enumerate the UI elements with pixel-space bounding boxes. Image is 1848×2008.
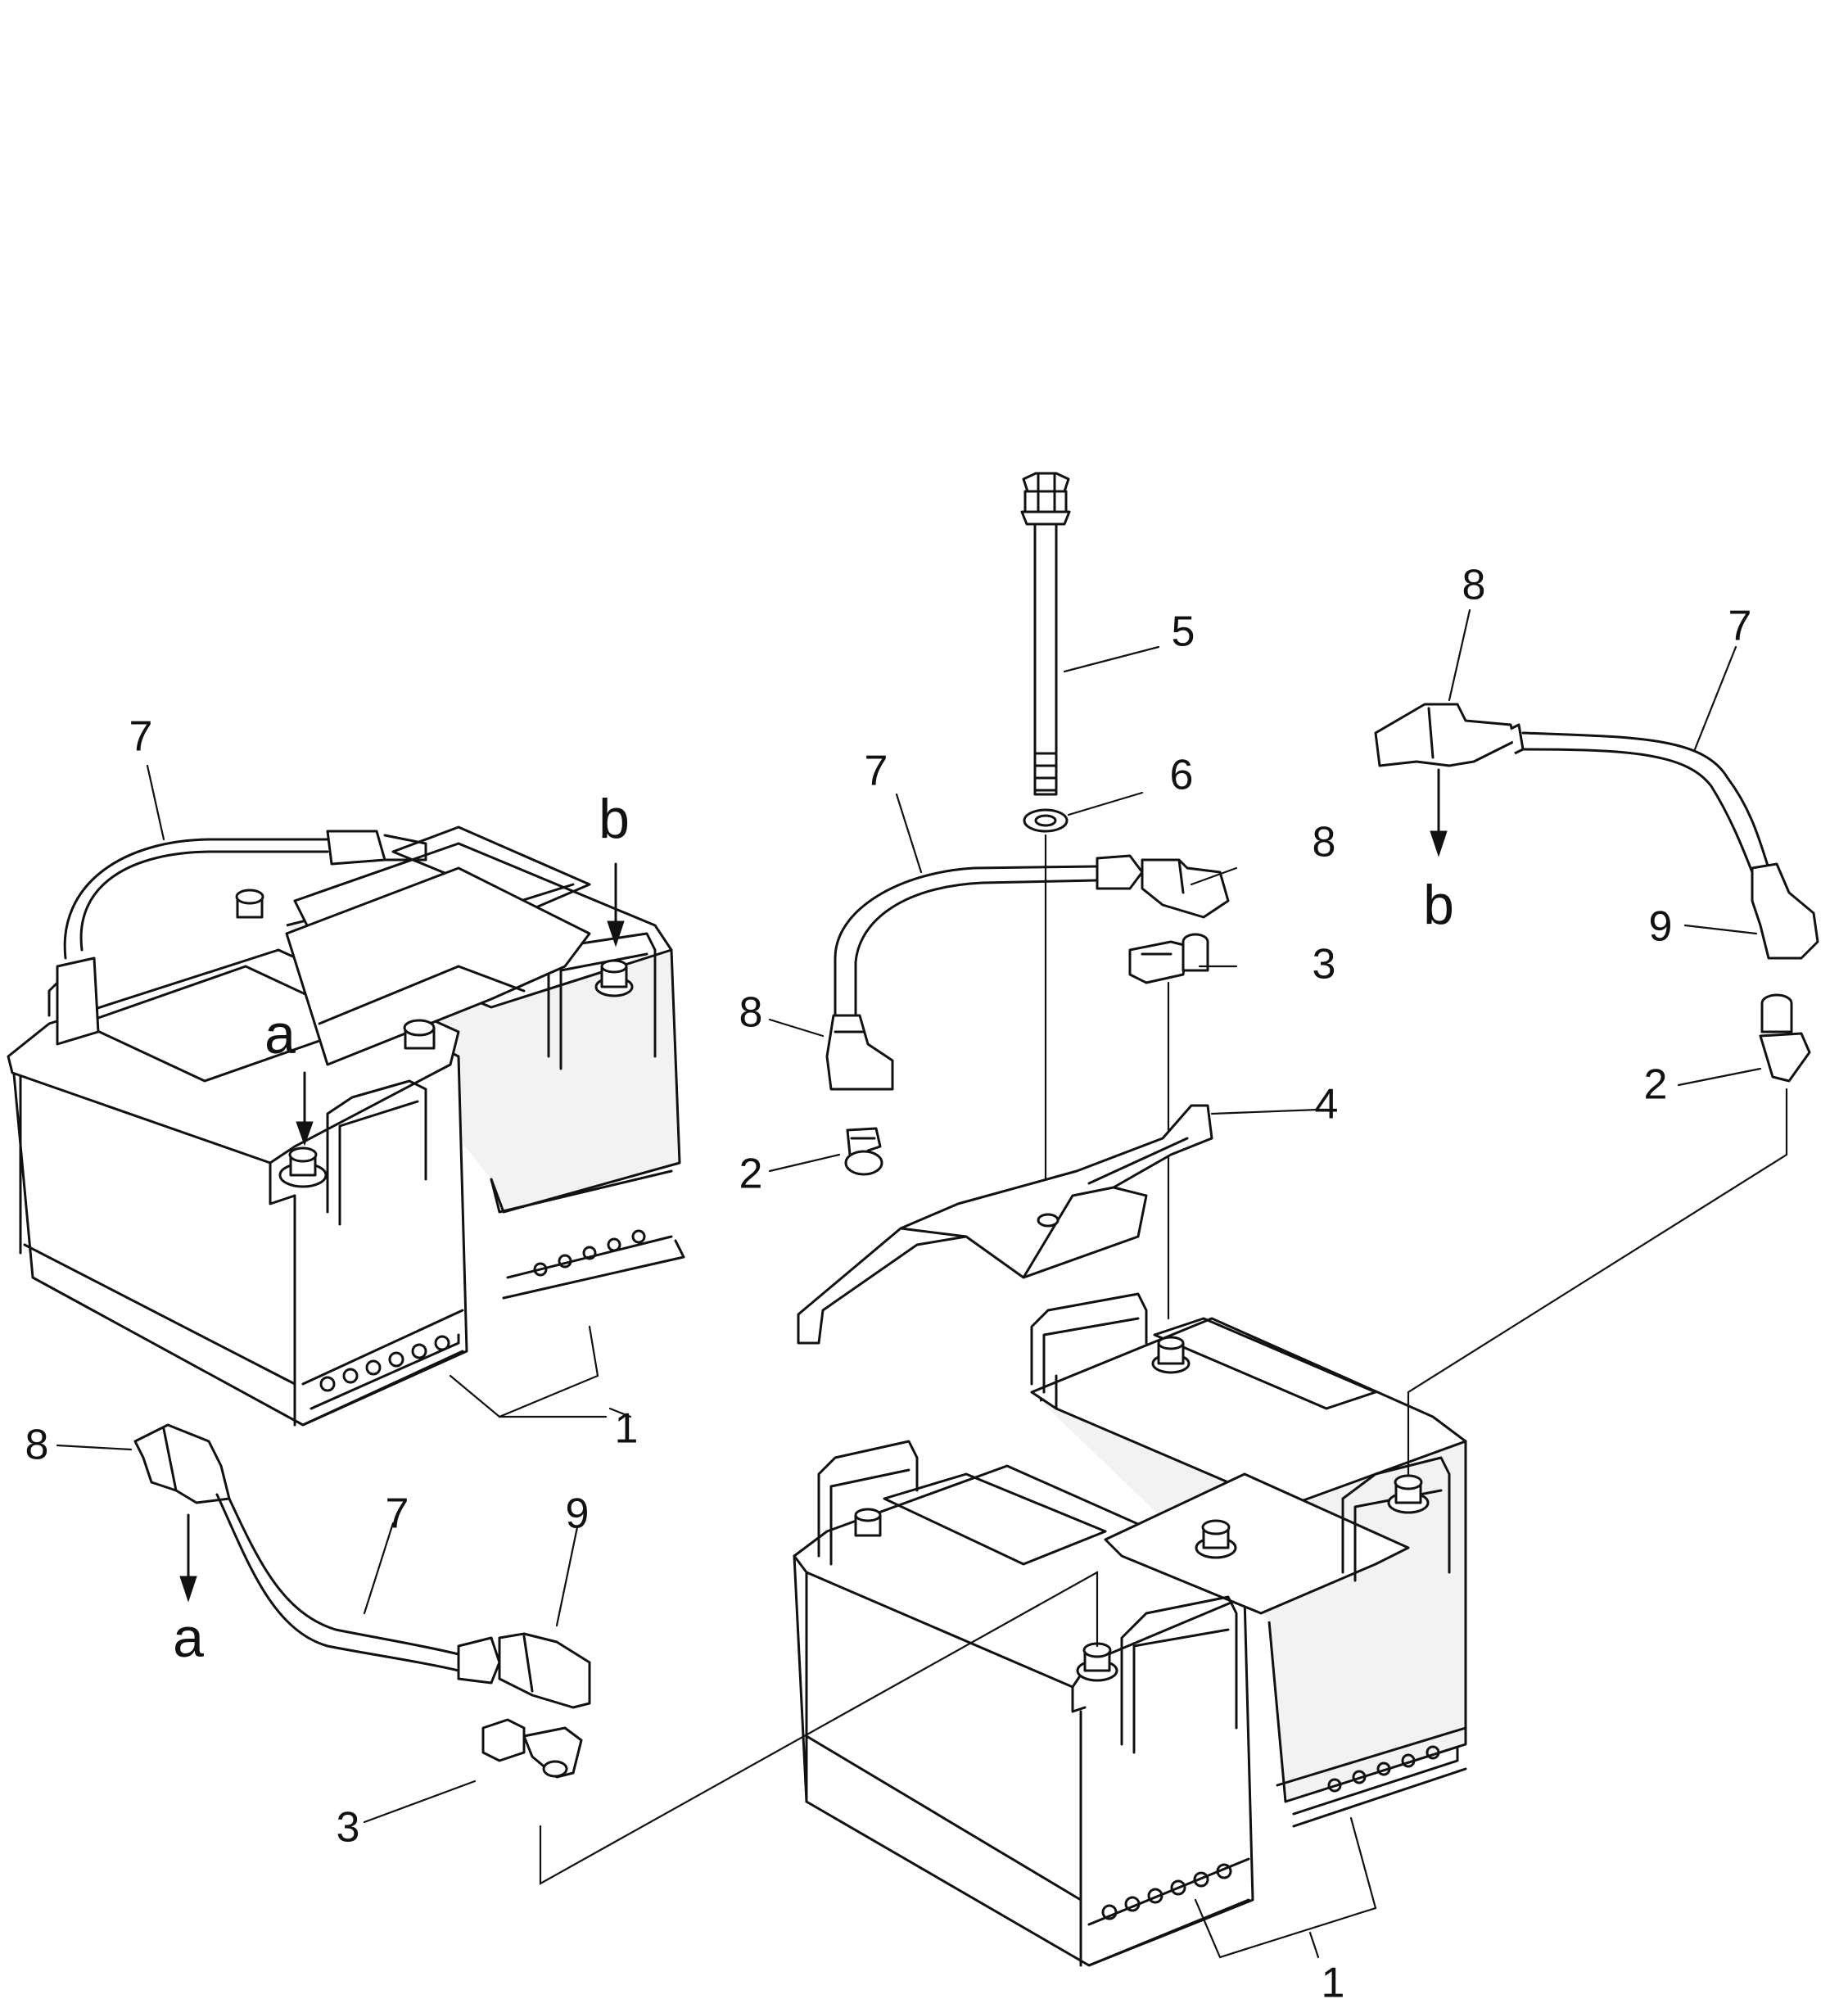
bolt-part-5	[1020, 472, 1071, 796]
callout-7-mid: 7	[865, 748, 888, 795]
cable-part-7-right	[1374, 703, 1819, 960]
terminal-clamp-2-right	[1759, 993, 1811, 1083]
right-front-vents	[1101, 1863, 1232, 1920]
callout-7-right: 7	[1728, 603, 1752, 650]
cable-part-7-center	[834, 854, 1230, 1017]
right-terminal-far	[1387, 1474, 1430, 1514]
terminal-cover-8-center-left	[825, 1014, 894, 1091]
callout-7-left-bottom: 7	[386, 1490, 409, 1538]
clamp-3-left-assembly-line	[539, 1571, 1099, 1885]
washer-part-6	[1023, 808, 1069, 833]
right-terminal-front	[854, 1508, 882, 1537]
left-rear-vents	[533, 1229, 646, 1277]
callout-8-mid-left: 8	[739, 989, 763, 1037]
arrow-b-cable	[1430, 768, 1448, 857]
callout-5: 5	[1172, 608, 1195, 656]
terminal-clamp-3-left	[481, 1718, 583, 1779]
callout-6: 6	[1170, 752, 1194, 799]
callout-8-left: 8	[25, 1422, 49, 1469]
right-battery-pair	[793, 1292, 1467, 1967]
left-terminal-rear	[235, 889, 264, 919]
leader-lines	[56, 608, 1762, 1959]
callout-8-right: 8	[1462, 562, 1486, 609]
arrow-a-battery	[296, 1071, 314, 1146]
hold-down-bracket-part-4	[797, 1104, 1213, 1345]
cable-part-7-left-bottom	[133, 1423, 591, 1709]
terminal-clamp-3-center	[1128, 933, 1209, 984]
reference-letters: a b b a	[173, 788, 1454, 1669]
callout-1-right: 1	[1322, 1960, 1345, 2007]
callout-9-right: 9	[1649, 903, 1673, 951]
callout-9-left: 9	[566, 1490, 590, 1538]
arrow-a-cable	[179, 1513, 197, 1603]
ref-a-cable: a	[173, 1607, 204, 1669]
callout-2-mid: 2	[739, 1151, 763, 1198]
callout-labels: 7 7 5 6 8 3 8 2 4 8 7 9 2 1 8 7 9 3 1	[25, 562, 1752, 2007]
ref-a-battery: a	[264, 1003, 296, 1065]
callout-3-left: 3	[337, 1804, 360, 1852]
right-terminal-low	[1076, 1642, 1118, 1682]
right-rear-vents	[1327, 1745, 1440, 1793]
ref-b-battery: b	[599, 788, 630, 850]
left-terminal-b	[594, 959, 634, 997]
callout-4: 4	[1315, 1081, 1339, 1128]
callout-2-right: 2	[1644, 1061, 1668, 1109]
terminal-clamp-2-center	[844, 1127, 883, 1176]
left-terminal-center	[403, 1019, 436, 1050]
bolt-threads	[1033, 752, 1058, 792]
left-battery-pair	[7, 825, 685, 1427]
arrow-b-battery	[607, 862, 625, 947]
callout-3-mid: 3	[1313, 941, 1336, 988]
callout-1-left: 1	[615, 1405, 639, 1453]
right-terminal-center	[1195, 1519, 1237, 1559]
callout-7-left-top: 7	[129, 713, 153, 761]
callout-8-mid-right: 8	[1313, 819, 1336, 866]
clamp-2-right-assembly-line	[1407, 1088, 1788, 1476]
left-battery-cable-7	[56, 830, 427, 1046]
left-front-vents	[310, 1333, 460, 1410]
ref-b-cable: b	[1423, 874, 1454, 936]
left-terminal-a	[278, 1146, 328, 1188]
right-terminal-rear	[1151, 1336, 1191, 1374]
